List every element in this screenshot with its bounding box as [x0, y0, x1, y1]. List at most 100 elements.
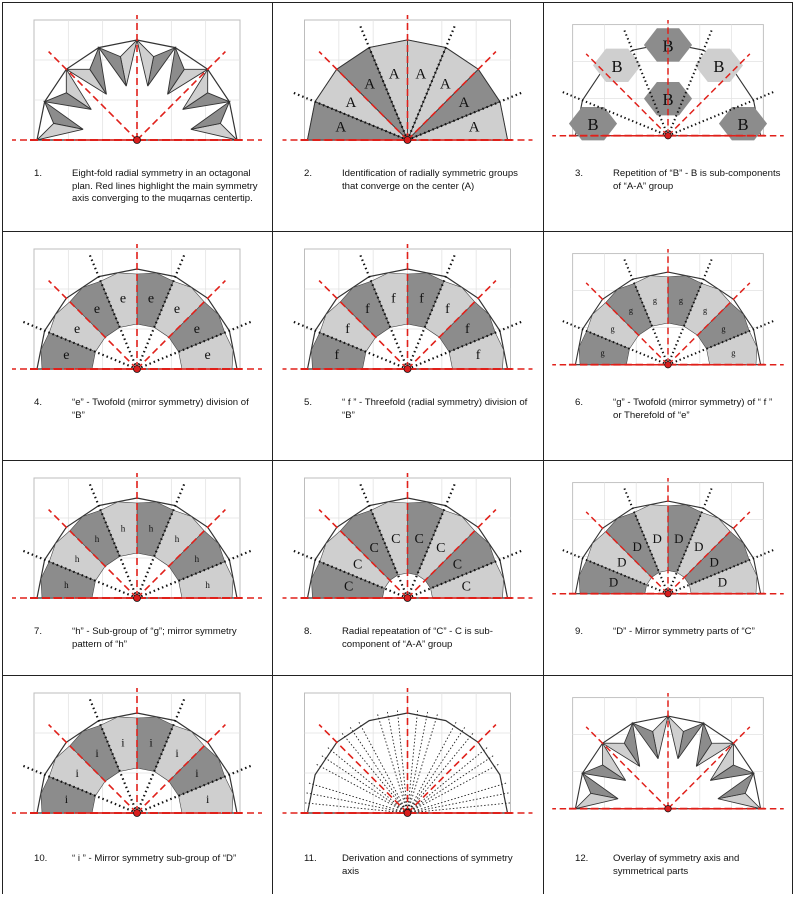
group-label: e — [148, 291, 154, 306]
panel-caption-text: “h” - Sub-group of “g”; mirror symmetry … — [72, 626, 260, 651]
group-label: A — [440, 76, 451, 92]
group-label: B — [737, 115, 748, 134]
group-label: A — [459, 95, 470, 111]
panel-caption: 7. “h” - Sub-group of “g”; mirror symmetr… — [34, 626, 260, 674]
group-label: h — [205, 580, 210, 590]
panel-diagram: ffffffff — [272, 231, 543, 391]
group-label: g — [601, 348, 605, 357]
group-label: D — [609, 575, 618, 590]
center-point — [134, 810, 141, 817]
group-label: D — [617, 555, 626, 570]
panel-5: ffffffff5.“ f ” - Threefold (radial symm… — [272, 231, 543, 460]
panel-caption-text: Derivation and connections of symmetry a… — [342, 853, 531, 878]
group-label: g — [629, 306, 633, 315]
group-label: f — [465, 322, 470, 337]
group-label: A — [346, 95, 357, 111]
panel-caption-text: “g” - Twofold (mirror symmetry) of “ f ”… — [613, 397, 781, 422]
center-point — [134, 595, 141, 602]
group-label: D — [710, 555, 719, 570]
group-label: e — [74, 322, 80, 337]
panel-number: 9. — [575, 626, 601, 639]
group-label: C — [369, 541, 378, 556]
panel-caption: 9. “D” - Mirror symmetry parts of “C” — [575, 626, 781, 674]
group-label: e — [63, 348, 69, 363]
center-point — [134, 366, 141, 373]
panel-caption-text: Radial repeatation of “C” - C is sub-com… — [342, 626, 531, 651]
center-point — [134, 137, 141, 144]
group-label: g — [679, 296, 683, 305]
group-label: h — [95, 534, 100, 544]
group-label: C — [436, 541, 445, 556]
panel-caption-text: Overlay of symmetry axis and symmetrical… — [613, 853, 781, 878]
group-label: C — [391, 532, 400, 547]
group-label: h — [195, 554, 200, 564]
panel-diagram: iiiiiiii — [2, 675, 272, 835]
group-label: g — [610, 324, 614, 333]
panel-diagram — [543, 675, 793, 835]
center-point — [404, 366, 411, 373]
panel-caption: 11.Derivation and connections of symmetr… — [304, 853, 531, 894]
panel-caption: 4.“e” - Twofold (mirror symmetry) divisi… — [34, 397, 260, 445]
panel-number: 10. — [34, 853, 60, 866]
group-label: f — [391, 291, 396, 306]
panel-diagram: eeeeeeee — [2, 231, 272, 391]
group-label: f — [345, 322, 350, 337]
group-label: C — [462, 579, 471, 594]
panel-caption: 8.Radial repeatation of “C” - C is sub-c… — [304, 626, 531, 674]
group-label: C — [344, 579, 353, 594]
center-point — [665, 590, 671, 596]
center-point — [665, 132, 671, 138]
panel-number: 4. — [34, 397, 60, 410]
group-label: g — [653, 296, 657, 305]
panel-caption: 10.“ i ” - Mirror symmetry sub-group of … — [34, 853, 260, 894]
group-label: f — [445, 302, 450, 317]
panel-caption-text: Repetition of “B” - B is sub-components … — [613, 168, 781, 193]
group-label: A — [415, 66, 426, 82]
group-label: e — [94, 302, 100, 317]
panel-diagram: BBBBBB — [543, 2, 793, 162]
group-label: h — [75, 554, 80, 564]
derived-axis — [408, 755, 495, 813]
group-label: D — [694, 539, 703, 554]
panel-caption-text: “D” - Mirror symmetry parts of “C” — [613, 626, 781, 639]
group-label: e — [205, 348, 211, 363]
group-label: B — [587, 115, 598, 134]
group-label: g — [703, 306, 707, 315]
derived-axis — [320, 755, 407, 813]
panel-caption-text: Identification of radially symmetric gro… — [342, 168, 531, 193]
derived-axis — [315, 764, 408, 813]
panel-diagram — [2, 2, 272, 162]
group-label: C — [415, 532, 424, 547]
group-label: e — [174, 302, 180, 317]
panel-7: hhhhhhhh7.“h” - Sub-group of “g”; mirror… — [2, 460, 272, 675]
panel-caption-text: Eight-fold radial symmetry in an octagon… — [72, 168, 260, 206]
panel-1: 1.Eight-fold radial symmetry in an octag… — [2, 2, 272, 231]
group-label: h — [149, 523, 154, 533]
group-label: g — [731, 348, 735, 357]
panel-caption: 6.“g” - Twofold (mirror symmetry) of “ f… — [575, 397, 781, 445]
group-label: D — [652, 531, 661, 546]
group-label: g — [721, 324, 725, 333]
panel-number: 7. — [34, 626, 60, 639]
panel-number: 12. — [575, 853, 601, 866]
group-label: B — [612, 57, 623, 76]
group-label: A — [389, 66, 400, 82]
center-point — [404, 810, 411, 817]
group-label: A — [364, 76, 375, 92]
center-point — [404, 137, 411, 144]
group-label: A — [469, 120, 480, 136]
derived-axis — [408, 720, 457, 813]
panel-11: 11.Derivation and connections of symmetr… — [272, 675, 543, 894]
panel-caption: 3.Repetition of “B” - B is sub-component… — [575, 168, 781, 216]
group-label: f — [335, 348, 340, 363]
group-label: h — [64, 580, 69, 590]
derived-axis — [358, 720, 407, 813]
panel-3: BBBBBB3.Repetition of “B” - B is sub-com… — [543, 2, 793, 231]
group-label: f — [476, 348, 481, 363]
panel-4: eeeeeeee 4.“e” - Twofold (mirror symmetry… — [2, 231, 272, 460]
panel-6: g g g g g g g g 6.“g” - Twofold (mirror symmetry… — [543, 231, 793, 460]
group-label: C — [353, 558, 362, 573]
